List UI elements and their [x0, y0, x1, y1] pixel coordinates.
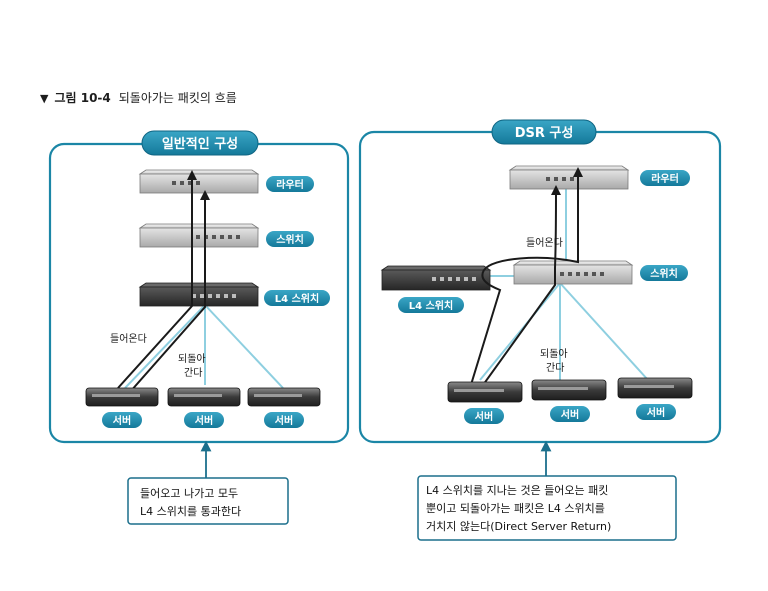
left-router — [138, 169, 260, 194]
svg-text:서버: 서버 — [561, 408, 579, 421]
right-l4-switch — [380, 265, 492, 291]
svg-text:서버: 서버 — [195, 414, 213, 427]
right-switch-label: 스위치 — [640, 265, 688, 281]
right-panel: DSR 구성 라우터 — [358, 119, 722, 444]
right-note-line-1: L4 스위치를 지나는 것은 들어오는 패킷 — [426, 484, 608, 497]
svg-text:L4 스위치: L4 스위치 — [275, 292, 319, 305]
svg-text:서버: 서버 — [475, 410, 493, 423]
left-server-label-2: 서버 — [184, 412, 224, 428]
right-server-2 — [531, 379, 607, 401]
left-router-label: 라우터 — [266, 176, 314, 192]
left-link-server-3 — [204, 304, 284, 389]
right-server-label-3: 서버 — [636, 404, 676, 420]
svg-text:서버: 서버 — [113, 414, 131, 427]
svg-text:서버: 서버 — [275, 414, 293, 427]
svg-text:스위치: 스위치 — [276, 233, 304, 246]
right-note-line-3: 거치지 않는다(Direct Server Return) — [426, 520, 611, 533]
left-server-label-1: 서버 — [102, 412, 142, 428]
left-server-3 — [247, 387, 321, 407]
left-switch — [138, 223, 260, 248]
caption-title: 되돌아가는 패킷의 흐름 — [118, 91, 237, 105]
right-note: L4 스위치를 지나는 것은 들어오는 패킷 뿐이고 되돌아가는 패킷은 L4 … — [417, 475, 677, 541]
left-return-arrow — [129, 190, 210, 393]
right-link-server-3 — [559, 282, 649, 381]
right-switch — [512, 260, 634, 285]
left-note-line-1: 들어오고 나가고 모두 — [140, 487, 238, 500]
left-panel: 일반적인 구성 라우터 — [48, 130, 350, 444]
right-title-badge: DSR 구성 — [491, 119, 597, 145]
left-incoming-arrow — [117, 170, 197, 389]
svg-text:스위치: 스위치 — [650, 267, 678, 280]
right-server-label-2: 서버 — [550, 406, 590, 422]
svg-text:라우터: 라우터 — [276, 178, 304, 191]
svg-text:라우터: 라우터 — [651, 172, 679, 185]
right-note-line-2: 뿐이고 되돌아가는 패킷은 L4 스위치를 — [426, 502, 605, 515]
figure-caption: ▼ 그림 10-4 되돌아가는 패킷의 흐름 — [40, 89, 237, 106]
left-link-server-1 — [124, 304, 206, 389]
right-server-1 — [447, 381, 523, 403]
left-server-2 — [167, 387, 241, 407]
right-server-3 — [617, 377, 693, 399]
left-l4-switch — [138, 282, 260, 307]
left-return-label-2: 간다 — [184, 367, 202, 379]
left-panel-title: 일반적인 구성 — [162, 136, 238, 152]
right-router-label: 라우터 — [640, 170, 690, 186]
left-note-line-2: L4 스위치를 통과한다 — [140, 505, 241, 518]
left-incoming-label: 들어온다 — [110, 333, 147, 345]
caption-marker: ▼ — [40, 92, 49, 105]
right-router — [508, 165, 630, 190]
right-link-server-1 — [479, 282, 561, 381]
left-server-label-3: 서버 — [264, 412, 304, 428]
right-l4-switch-label: L4 스위치 — [398, 297, 464, 313]
right-panel-title: DSR 구성 — [515, 126, 574, 141]
right-return-label-1: 되돌아 — [540, 348, 568, 360]
left-server-1 — [85, 387, 159, 407]
right-return-arrow — [477, 185, 561, 393]
left-return-label-1: 되돌아 — [178, 353, 206, 365]
right-incoming-label: 들어온다 — [526, 237, 563, 249]
caption-number: 그림 10-4 — [54, 91, 111, 105]
left-note: 들어오고 나가고 모두 L4 스위치를 통과한다 — [127, 477, 289, 525]
right-server-label-1: 서버 — [464, 408, 504, 424]
svg-text:L4 스위치: L4 스위치 — [409, 299, 453, 312]
right-return-label-2: 간다 — [546, 362, 564, 374]
left-l4-switch-label: L4 스위치 — [264, 290, 330, 306]
left-title-badge: 일반적인 구성 — [141, 130, 259, 156]
svg-text:서버: 서버 — [647, 406, 665, 419]
left-switch-label: 스위치 — [266, 231, 314, 247]
